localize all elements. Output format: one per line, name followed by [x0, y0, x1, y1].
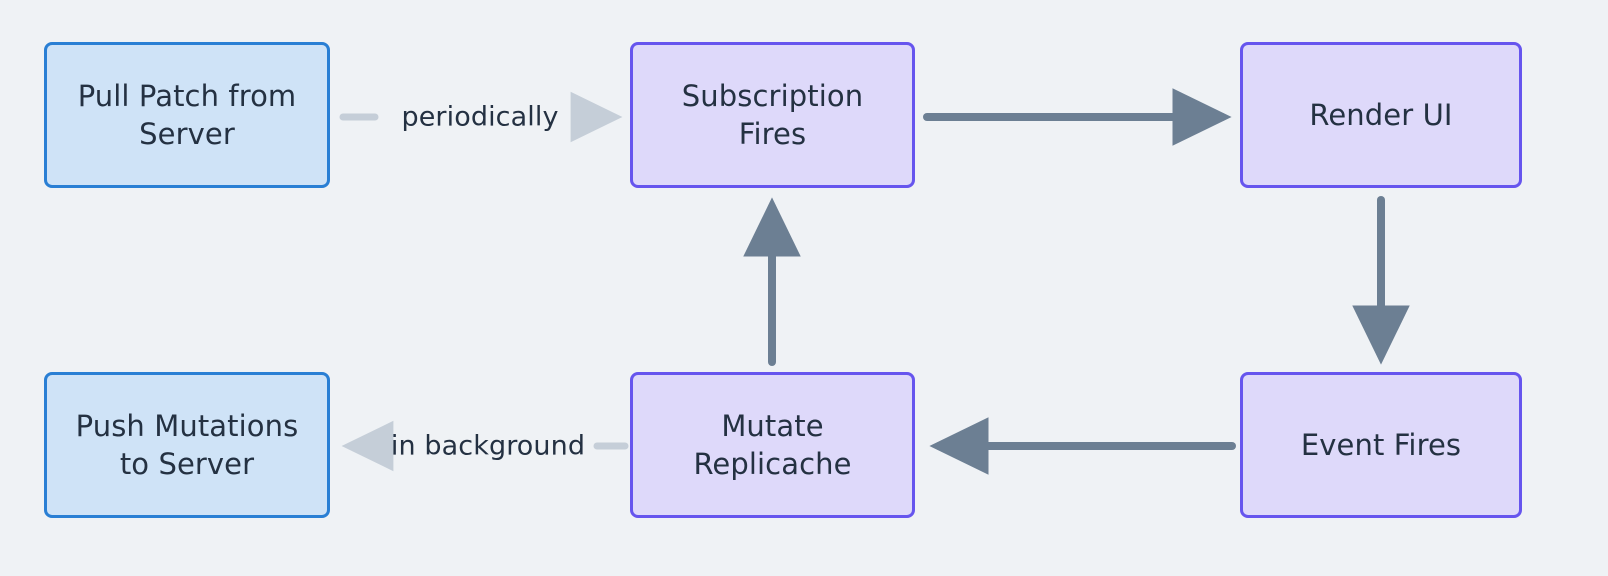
node-pull-patch-from-server[interactable]: Pull Patch from Server — [44, 42, 330, 188]
node-label: Mutate Replicache — [693, 408, 852, 481]
edge-label-periodically: periodically — [401, 101, 559, 133]
node-label: Push Mutations to Server — [75, 408, 299, 481]
node-event-fires[interactable]: Event Fires — [1240, 372, 1522, 518]
node-mutate-replicache[interactable]: Mutate Replicache — [630, 372, 915, 518]
node-push-mutations-to-server[interactable]: Push Mutations to Server — [44, 372, 330, 518]
edge-label-in-background: in background — [390, 430, 586, 462]
node-label: Render UI — [1309, 97, 1453, 132]
node-label: Subscription Fires — [681, 78, 864, 151]
node-label: Event Fires — [1300, 427, 1462, 462]
node-subscription-fires[interactable]: Subscription Fires — [630, 42, 915, 188]
node-render-ui[interactable]: Render UI — [1240, 42, 1522, 188]
node-label: Pull Patch from Server — [77, 78, 297, 151]
